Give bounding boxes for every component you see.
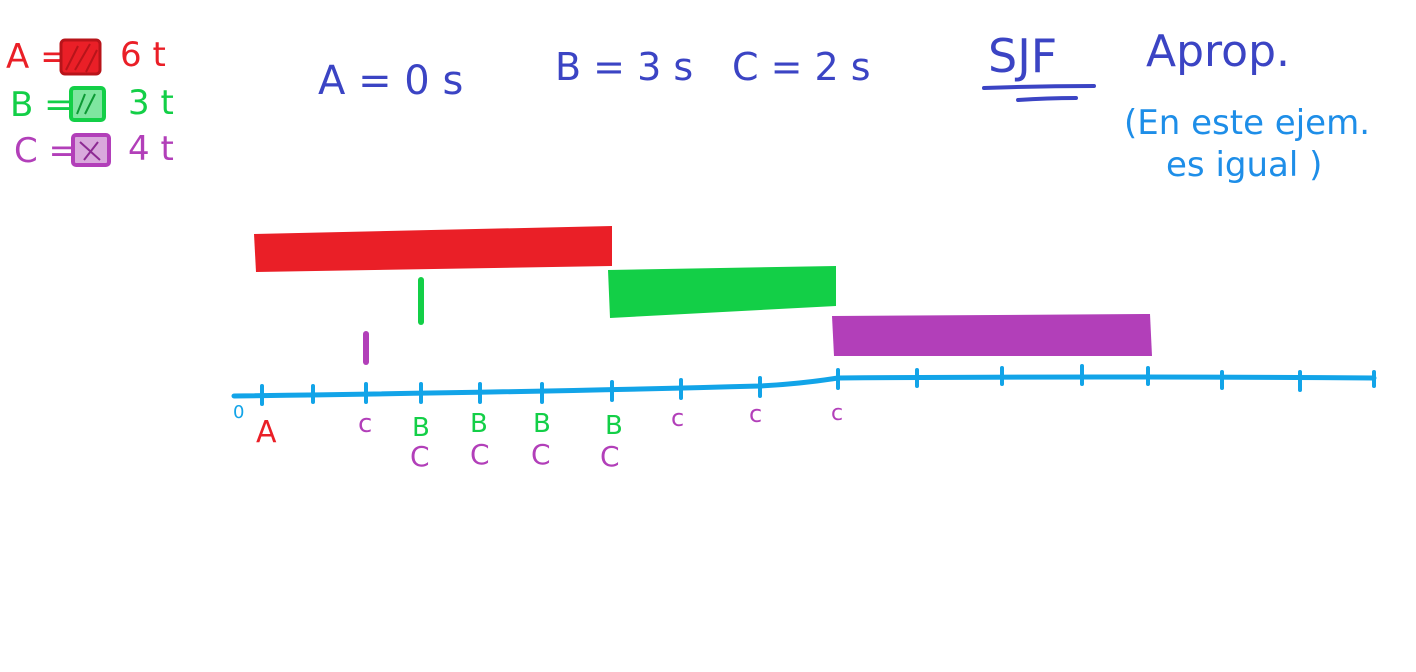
arrival-a: A = 0 s (318, 58, 463, 104)
queue-label-b: B (533, 409, 551, 439)
legend: A = 6 t B = 3 t C = 4 t (6, 35, 174, 171)
arrival-b: B = 3 s (555, 45, 693, 89)
queue-labels: A c B C B C B C B C c c c (256, 400, 843, 473)
algorithm-title: SJF (988, 29, 1057, 83)
queue-label-c: c (358, 409, 372, 439)
queue-label-c: C (470, 438, 490, 471)
title-underline-2 (1016, 96, 1078, 102)
legend-b-swatch-hatch (76, 93, 96, 115)
legend-entry-c: C = 4 t (14, 129, 174, 171)
arrival-c: C = 2 s (732, 45, 871, 89)
legend-a-value: 6 t (120, 35, 166, 75)
queue-label-b: B (605, 411, 623, 441)
queue-label-c: C (410, 440, 430, 473)
queue-label-c: c (749, 400, 762, 428)
legend-b-swatch (69, 86, 106, 122)
algorithm-note-line2: es igual ) (1166, 145, 1322, 185)
arrival-times: A = 0 s B = 3 s C = 2 s (318, 45, 871, 104)
axis-line (231, 374, 1377, 399)
legend-c-swatch-hatch (79, 141, 101, 161)
queue-label-c: c (831, 401, 843, 426)
arrival-markers (363, 277, 424, 365)
time-axis: 0 (231, 364, 1377, 423)
legend-a-label: A = (6, 37, 69, 77)
queue-label-c: C (600, 440, 620, 473)
legend-b-label: B = (10, 85, 73, 125)
queue-label-b: B (470, 409, 488, 439)
legend-entry-b: B = 3 t (10, 83, 174, 125)
title-underline-1 (982, 84, 1096, 90)
algorithm-heading: SJF Aprop. (En este ejem. es igual ) (982, 26, 1370, 185)
legend-c-value: 4 t (128, 129, 174, 169)
queue-label-b: B (412, 413, 430, 443)
axis-origin-label: 0 (233, 402, 244, 423)
bar-c (832, 314, 1152, 356)
queue-label-a: A (256, 415, 277, 450)
bar-a (254, 226, 612, 272)
legend-a-swatch-hatch (65, 43, 98, 73)
bar-b (608, 266, 836, 318)
queue-label-c: C (531, 438, 551, 471)
legend-c-label: C = (14, 131, 77, 171)
axis-ticks (260, 364, 1376, 406)
gantt-chart (254, 226, 1152, 356)
algorithm-mode: Aprop. (1146, 26, 1290, 77)
legend-b-value: 3 t (128, 83, 174, 123)
algorithm-note-line1: (En este ejem. (1124, 103, 1370, 143)
legend-entry-a: A = 6 t (6, 35, 166, 77)
queue-label-c: c (671, 404, 684, 432)
